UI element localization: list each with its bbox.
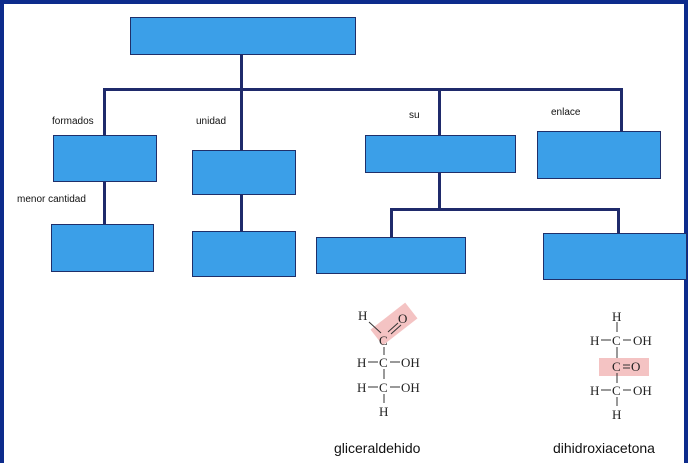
gly-row3-c: C [379,380,388,395]
connector-top-horizontal [103,88,622,91]
connector-sub-left [390,208,393,238]
label-enlace: enlace [551,107,581,118]
connector-col3-down [438,88,441,136]
label-menor-cantidad: menor cantidad [17,194,86,205]
dha-row2-o: O [631,359,641,374]
box-formados[interactable] [53,135,157,182]
gly-h-top: H [358,308,368,323]
dha-row1-h: H [590,333,600,348]
root-box[interactable] [130,17,356,55]
connector-root-down [240,54,243,90]
box-unidad[interactable] [192,150,296,195]
box-sub-right[interactable] [543,233,687,280]
dha-h-top: H [612,309,622,324]
caption-dihidroxiacetona: dihidroxiacetona [553,440,655,456]
dha-row3-oh: OH [633,383,652,398]
dha-row2-c: C [612,359,621,374]
gly-row3-oh: OH [401,380,420,395]
box-unidad-lower[interactable] [192,231,296,277]
dha-row3-c: C [612,383,621,398]
gly-row2-h: H [357,355,367,370]
dha-row3-h: H [590,383,600,398]
ketone-highlight [599,358,649,376]
dha-h-bottom: H [612,407,622,422]
dha-row1-c: C [612,333,621,348]
connector-col2-down [240,88,243,150]
box-su[interactable] [365,135,516,173]
connector-col3-lower [438,172,441,210]
connector-col1-down [103,88,106,136]
gly-row2-c: C [379,355,388,370]
box-sub-left[interactable] [316,237,466,274]
gly-h-bottom: H [379,404,389,419]
caption-gliceraldehido: gliceraldehido [334,440,421,456]
gly-row3-h: H [357,380,367,395]
connector-col1-lower [103,180,106,226]
box-enlace[interactable] [537,131,661,179]
connector-sub-right [617,208,620,234]
gly-o1: O [398,311,408,326]
gly-c1: C [379,333,388,348]
connector-sub-horizontal [390,208,620,211]
label-unidad: unidad [196,116,227,127]
label-su: su [409,110,420,121]
connector-col4-down [620,88,623,132]
dha-row1-oh: OH [633,333,652,348]
box-menor-cantidad[interactable] [51,224,154,272]
label-formados: formados [52,116,94,127]
gly-row2-oh: OH [401,355,420,370]
connector-col2-lower [240,194,243,232]
